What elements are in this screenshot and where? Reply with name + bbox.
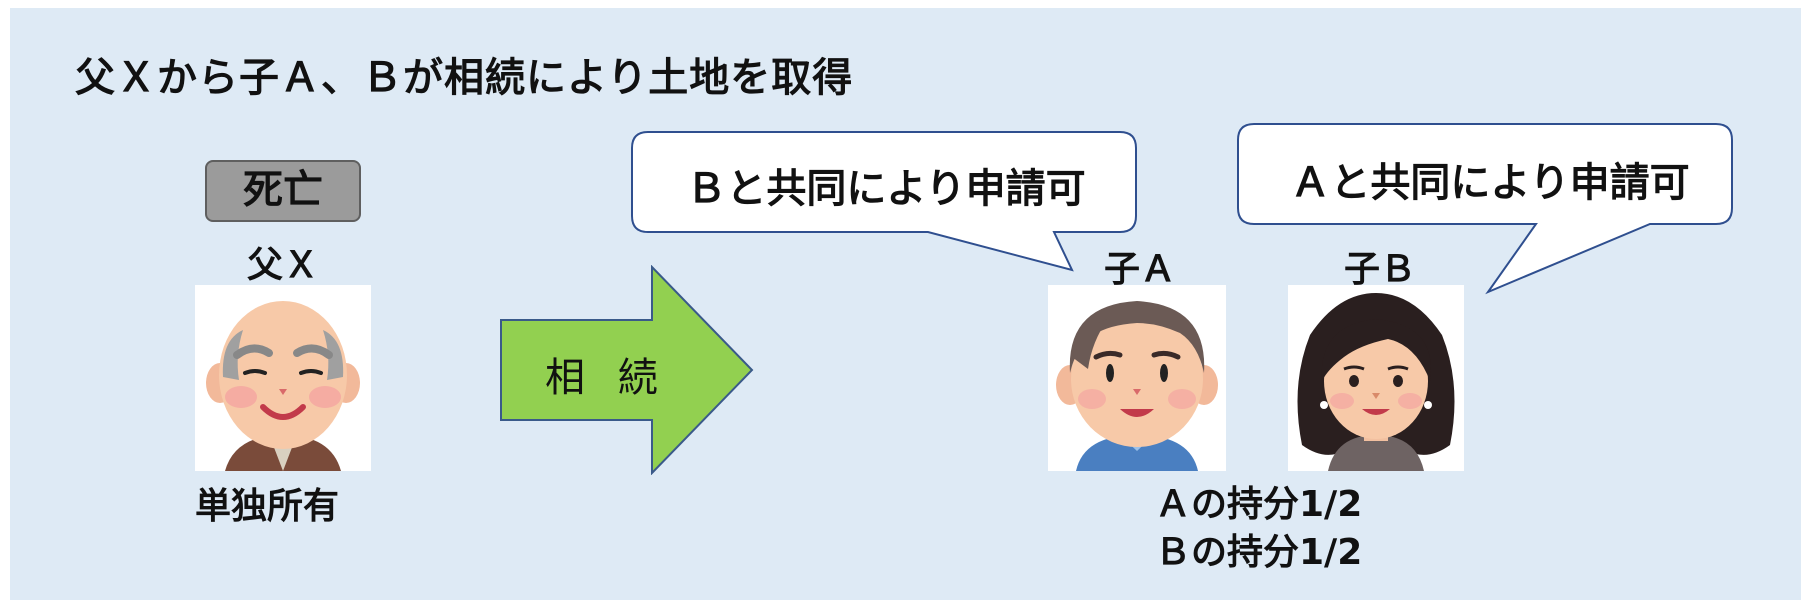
child-a-label: 子Ａ [1103,249,1176,290]
woman-icon [1288,285,1464,471]
ownership-label: 単独所有 [195,486,340,527]
bubble-b-text: Ａと共同により申請可 [1290,160,1690,206]
status-badge: 死亡 [205,160,361,222]
inheritance-arrow [500,265,754,475]
bubble-a-text: Ｂと共同により申請可 [686,166,1086,212]
child-b-share: Ｂの持分1/2 [1155,532,1363,573]
page-title: 父Ｘから子Ａ、Ｂが相続により土地を取得 [75,55,854,101]
elderly-man-icon [195,285,371,471]
arrow-label: 相 続 [545,355,668,401]
child-a-share: Ａの持分1/2 [1155,484,1363,525]
father-label: 父Ｘ [246,245,319,286]
child-b-label: 子Ｂ [1343,249,1416,290]
man-icon [1048,285,1226,471]
